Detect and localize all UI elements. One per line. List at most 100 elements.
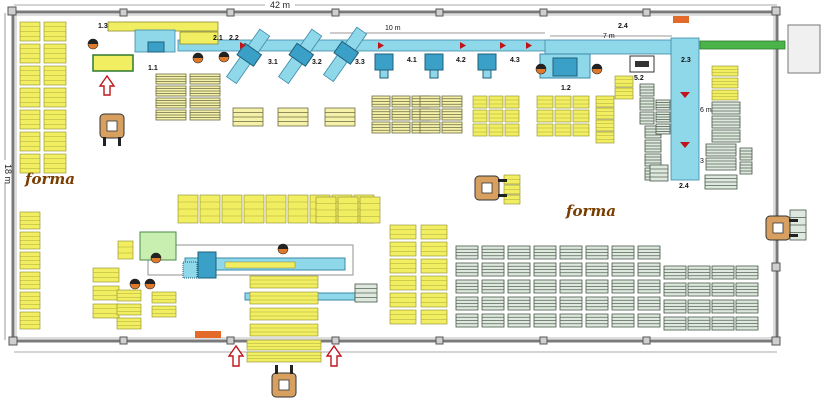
timber-stack <box>116 317 142 330</box>
timber-stack-body <box>249 275 319 289</box>
operator-head <box>592 64 602 69</box>
forklift-fork <box>118 137 121 146</box>
column-post <box>119 336 128 345</box>
pallet <box>559 245 583 260</box>
pallets-lower-grid <box>455 245 759 331</box>
timber-stack <box>536 109 554 123</box>
timber-stack <box>92 303 120 319</box>
operator-icon <box>144 278 156 290</box>
machine-4-3 <box>477 53 497 79</box>
timber-stack-body <box>117 240 134 260</box>
timber-stack-body <box>504 109 520 123</box>
pallet <box>507 245 531 260</box>
pallet <box>735 299 759 314</box>
pallet <box>441 121 463 134</box>
arrow-red <box>500 42 506 49</box>
pallet <box>705 157 737 171</box>
pallet <box>649 164 669 182</box>
pallet <box>705 143 737 157</box>
pallets-right <box>639 65 807 241</box>
forklift-icon <box>271 365 297 398</box>
timber-stack <box>19 231 41 250</box>
operator-icon <box>277 243 289 255</box>
pallet <box>655 99 671 111</box>
lower-conveyor-yellow <box>224 261 296 269</box>
timber-stack <box>595 95 615 108</box>
timber-stack <box>19 65 41 86</box>
forklift-fork <box>789 219 798 222</box>
timber-stack <box>19 251 41 270</box>
entry-arrows <box>98 74 343 367</box>
dimension-label-bg <box>0 160 10 182</box>
timber-stack <box>19 109 41 130</box>
pallet <box>687 316 711 331</box>
pallet <box>663 282 687 297</box>
pallet <box>711 316 735 331</box>
timber-stack-body <box>92 303 120 319</box>
pallet <box>585 313 609 328</box>
timber-stack <box>249 275 319 289</box>
timber-stack-body <box>389 292 417 308</box>
dimension-length-top: 42 m <box>270 0 290 10</box>
machine-4-2 <box>424 53 444 79</box>
pallet <box>739 161 753 175</box>
timber-stack <box>420 224 448 240</box>
forklift-fork <box>290 365 293 374</box>
lower-grid-feeder <box>182 261 198 279</box>
lower-machine <box>197 251 217 279</box>
conveyor-right-segment <box>544 39 676 55</box>
infeed-pallet-1-1 <box>92 54 134 72</box>
forklift-fork <box>498 179 507 182</box>
column-post <box>8 336 18 346</box>
timber-stacks-left-2 <box>43 21 177 330</box>
pallet <box>687 282 711 297</box>
vertical-conveyor <box>670 37 700 181</box>
pallet <box>739 147 753 161</box>
column-post <box>226 8 235 17</box>
timber-stack <box>420 258 448 274</box>
timber-stack <box>337 196 359 224</box>
timber-stack <box>116 303 142 316</box>
pallet <box>455 262 479 277</box>
pallet <box>639 111 655 125</box>
timber-row-center-top <box>177 174 521 224</box>
pallet <box>585 262 609 277</box>
timber-stack-body <box>711 77 739 89</box>
operator-icon <box>218 51 230 63</box>
column-post <box>642 336 651 345</box>
timber-stack <box>315 196 337 224</box>
pallet <box>455 296 479 311</box>
forklift-fork <box>103 137 106 146</box>
forklift-cab <box>106 120 118 132</box>
timber-stack <box>151 291 177 304</box>
forklift-fork <box>275 365 278 374</box>
pallet <box>687 265 711 280</box>
pallet <box>611 245 635 260</box>
pallet <box>655 123 671 135</box>
label-station-2-2: 2.2 <box>229 35 239 42</box>
timber-stack-body <box>389 309 417 325</box>
timber-stack <box>389 241 417 257</box>
pallet <box>455 279 479 294</box>
pallet <box>611 296 635 311</box>
timber-stack <box>249 291 319 305</box>
pallet <box>155 109 187 121</box>
pallet <box>711 299 735 314</box>
timber-stack <box>503 184 521 195</box>
green-outfeed-belt <box>699 40 786 50</box>
column-posts <box>7 6 781 346</box>
operator-icon <box>591 63 603 75</box>
timber-stack <box>19 87 41 108</box>
pallet <box>644 139 662 153</box>
timber-stack <box>19 311 41 330</box>
timber-stack-body <box>554 123 572 137</box>
timber-stack <box>177 194 199 224</box>
timber-stack <box>595 131 615 144</box>
timber-stack-body <box>472 95 488 109</box>
timber-stack-body <box>151 291 177 304</box>
timber-stack <box>19 43 41 64</box>
timber-stack-body <box>595 95 615 108</box>
timber-stack-body <box>554 95 572 109</box>
timber-stack <box>389 309 417 325</box>
timber-stack <box>246 339 322 351</box>
